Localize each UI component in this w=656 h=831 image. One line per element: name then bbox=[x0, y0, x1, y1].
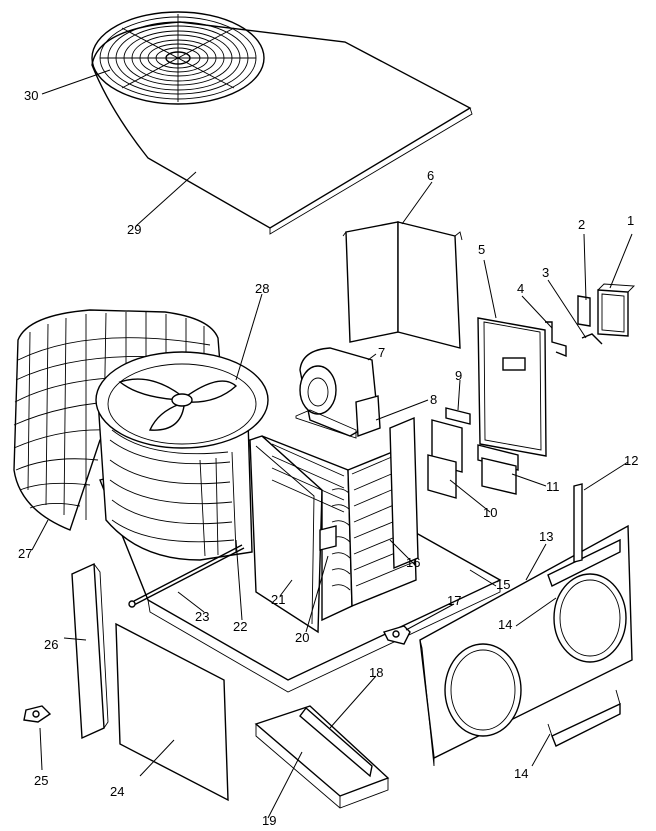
callout-20: 20 bbox=[295, 630, 309, 645]
callout-17: 17 bbox=[447, 593, 461, 608]
blower-7 bbox=[295, 347, 381, 439]
fan-shroud-28 bbox=[95, 351, 269, 449]
brackets-9-10-11 bbox=[427, 407, 519, 499]
callout-12: 12 bbox=[624, 453, 638, 468]
base-rail-18-19 bbox=[254, 705, 390, 809]
callout-5: 5 bbox=[478, 242, 485, 257]
callout-18: 18 bbox=[369, 665, 383, 680]
callout-28: 28 bbox=[255, 281, 269, 296]
callout-21: 21 bbox=[271, 592, 285, 607]
tube-23 bbox=[128, 544, 245, 608]
callout-24: 24 bbox=[110, 784, 124, 799]
callout-2: 2 bbox=[578, 217, 585, 232]
callout-1: 1 bbox=[627, 213, 634, 228]
callout-11: 11 bbox=[546, 479, 560, 494]
callout-16: 16 bbox=[406, 555, 420, 570]
callout-22: 22 bbox=[233, 619, 247, 634]
evaporator-coil-16 bbox=[261, 416, 419, 622]
control-panel-5 bbox=[477, 317, 547, 457]
callout-8: 8 bbox=[430, 392, 437, 407]
callout-4: 4 bbox=[517, 281, 524, 296]
leader-lines bbox=[31, 69, 633, 819]
callout-15: 15 bbox=[496, 577, 510, 592]
callout-3: 3 bbox=[542, 265, 549, 280]
callout-19: 19 bbox=[262, 813, 276, 828]
bracket-17 bbox=[383, 625, 411, 645]
callout-14-upper: 14 bbox=[498, 617, 512, 632]
callout-10: 10 bbox=[483, 505, 497, 520]
callout-29: 29 bbox=[127, 222, 141, 237]
clip-25 bbox=[23, 705, 52, 723]
divider-panel-21 bbox=[249, 435, 323, 634]
callout-27: 27 bbox=[18, 546, 32, 561]
callout-labels: 1 2 3 4 5 6 7 8 9 10 11 12 13 14 14 15 1… bbox=[18, 88, 638, 828]
callout-30: 30 bbox=[24, 88, 38, 103]
fan-guard bbox=[91, 11, 265, 105]
callout-26: 26 bbox=[44, 637, 58, 652]
callout-23: 23 bbox=[195, 609, 209, 624]
corner-post-26 bbox=[71, 562, 109, 740]
small-parts-1-4 bbox=[545, 283, 636, 358]
callout-14-lower: 14 bbox=[514, 766, 528, 781]
side-panel-6 bbox=[342, 221, 463, 349]
callout-13: 13 bbox=[539, 529, 553, 544]
front-panel-13 bbox=[419, 524, 633, 767]
callout-25: 25 bbox=[34, 773, 48, 788]
post-12 bbox=[573, 483, 583, 563]
callout-7: 7 bbox=[378, 345, 385, 360]
top-panel bbox=[91, 21, 473, 235]
callout-9: 9 bbox=[455, 368, 462, 383]
access-panel-24 bbox=[115, 622, 229, 802]
callout-6: 6 bbox=[427, 168, 434, 183]
